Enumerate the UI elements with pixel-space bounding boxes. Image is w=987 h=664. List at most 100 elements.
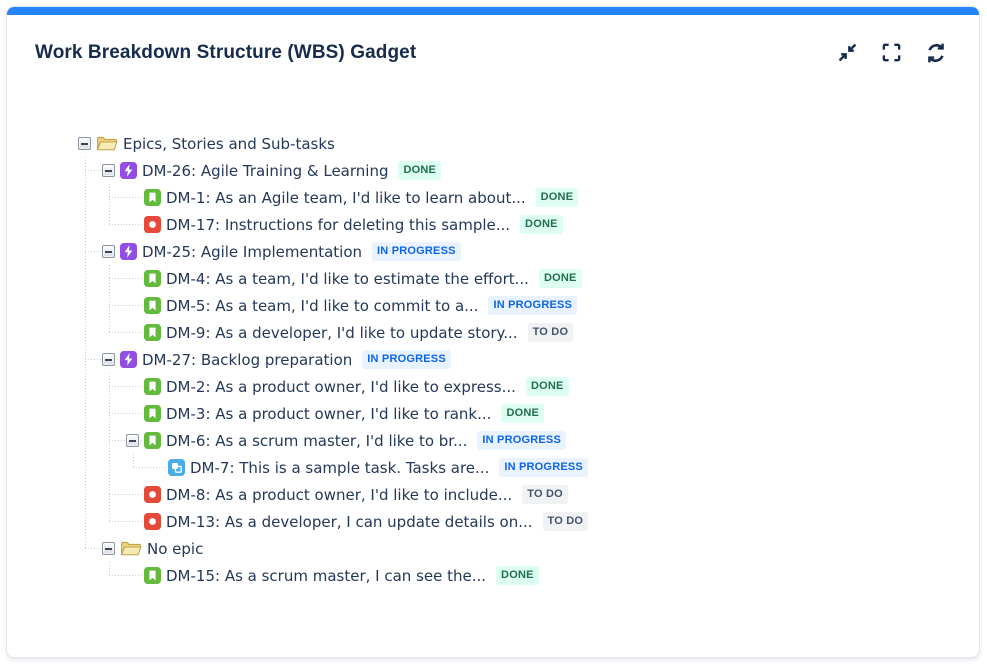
status-badge: TO DO [542, 512, 589, 531]
tree-branch: DM-2: As a product owner, I'd like to ex… [102, 373, 979, 535]
tree-node: DM-15: As a scrum master, I can see the.… [109, 562, 979, 589]
collapse-minus-icon[interactable] [102, 353, 115, 366]
tree-node: DM-3: As a product owner, I'd like to ra… [109, 400, 979, 427]
tree-row[interactable]: DM-6: As a scrum master, I'd like to br.… [126, 427, 979, 454]
tree-row[interactable]: No epic [102, 535, 979, 562]
issue-label[interactable]: DM-3: As a product owner, I'd like to ra… [166, 404, 492, 423]
issue-label[interactable]: DM-2: As a product owner, I'd like to ex… [166, 377, 516, 396]
tree-row[interactable]: DM-3: As a product owner, I'd like to ra… [126, 400, 979, 427]
tree-row[interactable]: DM-8: As a product owner, I'd like to in… [126, 481, 979, 508]
expander[interactable] [102, 346, 120, 373]
expander[interactable] [102, 238, 120, 265]
issue-label[interactable]: DM-4: As a team, I'd like to estimate th… [166, 269, 529, 288]
issue-label[interactable]: Epics, Stories and Sub-tasks [123, 134, 335, 153]
tree-connector [126, 508, 144, 535]
story-icon [144, 324, 161, 341]
story-icon [144, 405, 161, 422]
tree-row[interactable]: DM-15: As a scrum master, I can see the.… [126, 562, 979, 589]
issue-label[interactable]: DM-27: Backlog preparation [142, 350, 353, 369]
issue-label[interactable]: DM-1: As an Agile team, I'd like to lear… [166, 188, 526, 207]
story-icon [144, 432, 161, 449]
tree-row[interactable]: Epics, Stories and Sub-tasks [78, 130, 979, 157]
tree-connector [126, 292, 144, 319]
tree-connector [126, 265, 144, 292]
expander[interactable] [78, 130, 96, 157]
issue-label[interactable]: DM-8: As a product owner, I'd like to in… [166, 485, 513, 504]
tree-connector [126, 481, 144, 508]
tree-row[interactable]: DM-1: As an Agile team, I'd like to lear… [126, 184, 979, 211]
tree-node: DM-2: As a product owner, I'd like to ex… [109, 373, 979, 400]
bug-icon [144, 486, 161, 503]
tree-connector [126, 562, 144, 589]
status-badge: DONE [538, 269, 582, 288]
story-icon [144, 378, 161, 395]
tree-row[interactable]: DM-17: Instructions for deleting this sa… [126, 211, 979, 238]
wbs-gadget-card: Work Breakdown Structure (WBS) Gadget [6, 6, 980, 658]
issue-label[interactable]: DM-25: Agile Implementation [142, 242, 363, 261]
tree-connector [126, 400, 144, 427]
tree-node: DM-4: As a team, I'd like to estimate th… [109, 265, 979, 292]
minimize-button[interactable] [834, 39, 861, 66]
header-actions [834, 39, 949, 66]
bug-icon [144, 513, 161, 530]
issue-label[interactable]: DM-7: This is a sample task. Tasks are..… [190, 458, 490, 477]
tree-row[interactable]: DM-7: This is a sample task. Tasks are..… [150, 454, 979, 481]
gadget-header: Work Breakdown Structure (WBS) Gadget [7, 15, 979, 66]
tree-connector [126, 319, 144, 346]
expander[interactable] [126, 427, 144, 454]
fullscreen-icon [880, 41, 903, 64]
collapse-minus-icon[interactable] [102, 542, 115, 555]
status-badge: DONE [496, 566, 539, 585]
refresh-button[interactable] [922, 39, 949, 66]
tree-node: DM-17: Instructions for deleting this sa… [109, 211, 979, 238]
issue-label[interactable]: DM-15: As a scrum master, I can see the.… [166, 566, 487, 585]
collapse-minus-icon[interactable] [102, 164, 115, 177]
tree-row[interactable]: DM-13: As a developer, I can update deta… [126, 508, 979, 535]
expander[interactable] [102, 535, 120, 562]
tree-branch: DM-7: This is a sample task. Tasks are..… [126, 454, 979, 481]
collapse-minus-icon[interactable] [126, 434, 139, 447]
status-badge: IN PROGRESS [477, 431, 566, 450]
tree-node: DM-7: This is a sample task. Tasks are..… [133, 454, 979, 481]
tree-node: DM-8: As a product owner, I'd like to in… [109, 481, 979, 508]
tree-node: DM-1: As an Agile team, I'd like to lear… [109, 184, 979, 211]
folder-icon [120, 540, 142, 557]
issue-label[interactable]: DM-5: As a team, I'd like to commit to a… [166, 296, 479, 315]
tree-connector [126, 211, 144, 238]
issue-label[interactable]: DM-17: Instructions for deleting this sa… [166, 215, 511, 234]
expander[interactable] [102, 157, 120, 184]
tree-branch: DM-15: As a scrum master, I can see the.… [102, 562, 979, 589]
status-badge: DONE [520, 215, 563, 234]
issue-label[interactable]: No epic [147, 539, 204, 558]
fullscreen-button[interactable] [878, 39, 905, 66]
folder-icon [96, 135, 118, 152]
tree-row[interactable]: DM-2: As a product owner, I'd like to ex… [126, 373, 979, 400]
tree-row[interactable]: DM-9: As a developer, I'd like to update… [126, 319, 979, 346]
tree-branch: DM-1: As an Agile team, I'd like to lear… [102, 184, 979, 238]
status-badge: TO DO [527, 323, 574, 342]
issue-label[interactable]: DM-6: As a scrum master, I'd like to br.… [166, 431, 468, 450]
tree-node: DM-9: As a developer, I'd like to update… [109, 319, 979, 346]
tree-row[interactable]: DM-5: As a team, I'd like to commit to a… [126, 292, 979, 319]
tree-node: DM-5: As a team, I'd like to commit to a… [109, 292, 979, 319]
tree-row[interactable]: DM-4: As a team, I'd like to estimate th… [126, 265, 979, 292]
issue-label[interactable]: DM-13: As a developer, I can update deta… [166, 512, 533, 531]
collapse-minus-icon[interactable] [102, 245, 115, 258]
tree-connector [150, 454, 168, 481]
epic-icon [120, 351, 137, 368]
tree-connector [126, 184, 144, 211]
collapse-minus-icon[interactable] [78, 137, 91, 150]
status-badge: IN PROGRESS [499, 458, 588, 477]
issue-label[interactable]: DM-9: As a developer, I'd like to update… [166, 323, 518, 342]
issue-label[interactable]: DM-26: Agile Training & Learning [142, 161, 389, 180]
